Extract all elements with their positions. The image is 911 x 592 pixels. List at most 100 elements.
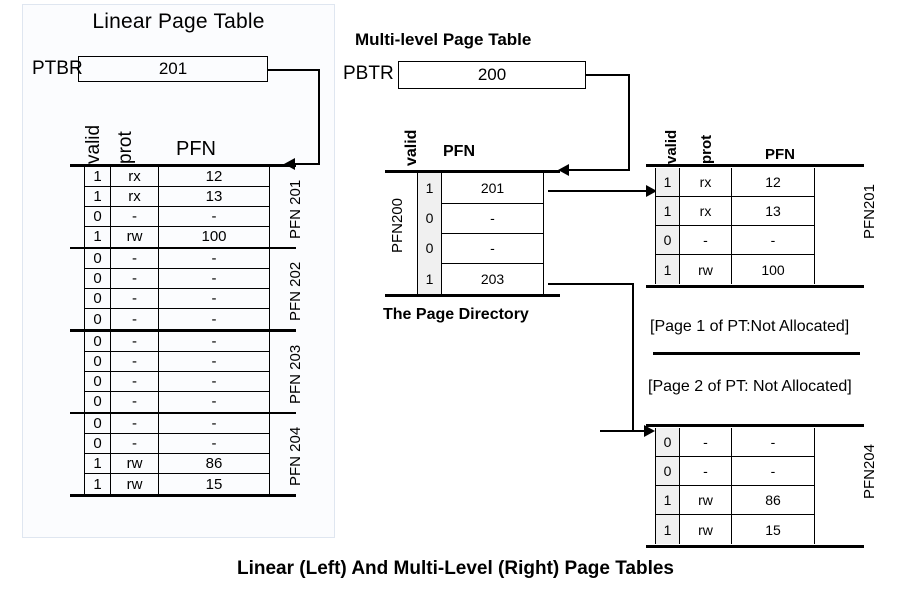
pagedir-header-pfn: PFN [443, 143, 475, 160]
ptbr-connector-v [318, 69, 320, 164]
table-row: 0- [417, 233, 544, 264]
cell-pfn: - [770, 434, 776, 450]
cell-pfn: - [211, 435, 217, 452]
not-allocated-note: [Page 1 of PT:Not Allocated] [650, 318, 850, 335]
cell-valid: 0 [656, 457, 680, 485]
cell-valid: 0 [85, 351, 111, 371]
pbtr-connector-h1 [586, 74, 630, 76]
cell-valid: 0 [85, 371, 111, 391]
figure-caption: Linear (Left) And Multi-Level (Right) Pa… [236, 558, 675, 579]
left-group-rule [70, 164, 284, 167]
left-group-label: PFN 201 [287, 179, 304, 239]
table-row: 0-- [84, 206, 270, 227]
left-group-tick [284, 329, 296, 332]
cell-valid: 0 [656, 428, 680, 456]
cell-prot: - [111, 249, 159, 268]
multi-level-page-table-title: Multi-level Page Table [355, 30, 532, 49]
cell-pfn: - [211, 207, 217, 225]
cell-valid: 1 [656, 168, 680, 196]
table-row: 0-- [84, 371, 270, 392]
cell-valid: 0 [85, 206, 111, 226]
pagedir-header-valid: valid [403, 129, 420, 166]
left-header-pfn: PFN [176, 138, 216, 160]
cell-prot: rw [680, 515, 732, 544]
right-table-top-rule [646, 424, 864, 427]
table-row: 0-- [84, 331, 270, 352]
left-group-rule [70, 411, 284, 414]
cell-prot: - [680, 457, 732, 485]
left-group-tick [284, 494, 296, 497]
table-row: 1 201 [417, 173, 544, 204]
pagedir-top-rule [385, 170, 560, 173]
cell-prot: - [680, 428, 732, 456]
table-row: 0-- [84, 434, 270, 454]
left-header-prot: prot [115, 131, 136, 164]
cell-valid: 1 [85, 226, 111, 247]
left-header-valid: valid [83, 124, 104, 164]
table-row: 0-- [84, 391, 270, 412]
left-group-label: PFN 202 [287, 261, 304, 321]
cell-pfn: 100 [761, 261, 785, 278]
cell-pfn: - [211, 352, 217, 370]
right-table-side-label: PFN201 [861, 184, 878, 240]
cell-valid: 1 [656, 197, 680, 225]
table-row: 0-- [84, 309, 270, 329]
cell-pfn: 203 [480, 270, 505, 287]
pagedir-side-label: PFN200 [389, 198, 406, 254]
cell-valid: 1 [418, 263, 442, 294]
cell-pfn: 12 [205, 167, 223, 185]
right-table-side-label: PFN204 [861, 444, 878, 500]
right-table-bottom-rule [646, 285, 864, 288]
cell-valid: 0 [418, 233, 442, 263]
left-group-label: PFN 204 [287, 426, 304, 486]
ptbr-connector-h1 [268, 69, 320, 71]
cell-valid: 1 [418, 173, 442, 203]
cell-prot: rw [111, 226, 159, 247]
cell-valid: 0 [85, 309, 111, 329]
cell-prot: - [111, 351, 159, 371]
pbtr-arrowhead-icon [558, 164, 569, 176]
cell-pfn: - [211, 270, 217, 287]
pbtr-value-box: 200 [398, 61, 586, 89]
cell-prot: - [111, 206, 159, 226]
cell-prot: rx [680, 197, 732, 225]
table-row: 0- [417, 203, 544, 234]
cell-pfn: - [211, 393, 217, 410]
left-group-tick [284, 411, 296, 414]
cell-pfn: 86 [205, 455, 223, 472]
linear-page-table-panel [22, 4, 335, 538]
ptbr-connector-h2 [294, 163, 320, 165]
cell-prot: - [111, 391, 159, 412]
table-row: 0-- [84, 414, 270, 434]
table-row: 0-- [655, 457, 815, 486]
table-row: 0-- [655, 226, 815, 255]
left-table-bottom-rule [70, 494, 284, 497]
ptbr-label: PTBR [32, 58, 83, 79]
cell-prot: rw [111, 454, 159, 473]
linear-page-table-title: Linear Page Table [92, 10, 265, 33]
right-header-pfn: PFN [765, 146, 795, 163]
table-row: 0-- [84, 289, 270, 309]
cell-pfn: - [211, 415, 217, 432]
table-row: 0-- [84, 351, 270, 372]
cell-valid: 0 [85, 434, 111, 453]
table-row: 0-- [655, 428, 815, 457]
right-table-top-rule [646, 164, 864, 167]
cell-pfn: 201 [480, 180, 505, 196]
ptbr-value-box: 201 [78, 56, 268, 82]
cell-prot: rx [111, 166, 159, 186]
pbtr-connector-h2 [568, 169, 630, 171]
pde0-arrowhead-icon [646, 185, 657, 197]
left-group-rule [70, 329, 284, 332]
table-row: 0-- [84, 249, 270, 269]
cell-pfn: - [211, 290, 217, 307]
table-row: 1 203 [417, 263, 544, 294]
